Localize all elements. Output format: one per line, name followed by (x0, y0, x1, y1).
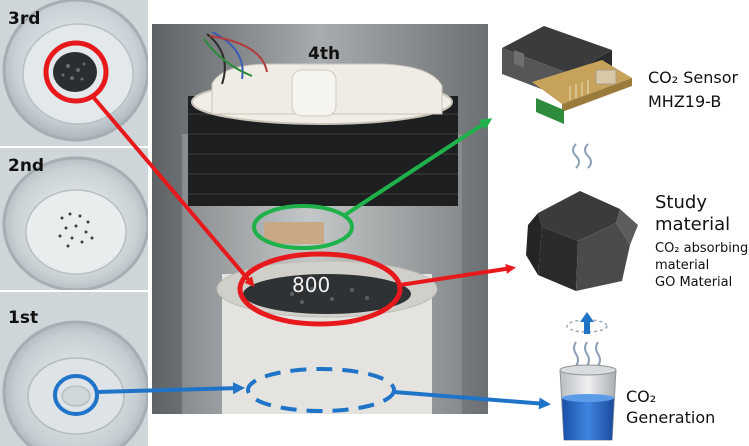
dish-third-illustration (0, 0, 148, 146)
beaker-mark-800: 800 (292, 273, 330, 297)
blue-dashed-ellipse-generation (246, 367, 396, 413)
material-desc-line1: CO₂ absorbing (655, 241, 749, 256)
sensor-label-line2: MHZ19-B (648, 92, 722, 111)
red-arrow-to-material (399, 263, 516, 287)
blue-arrow-1st-to-beaker (96, 382, 245, 395)
photo-third-stage: 3rd (0, 0, 148, 146)
photo-first-stage: 1st (0, 292, 148, 446)
label-3rd: 3rd (8, 9, 41, 29)
photo-second-stage: 2nd (0, 148, 148, 290)
polyhedron-material-icon (526, 191, 638, 291)
red-highlight-circle-3rd (43, 40, 109, 104)
material-title-line1: Study (655, 192, 707, 213)
sensor-label-line1: CO₂ Sensor (648, 68, 739, 87)
dish-second-illustration (0, 148, 148, 290)
upward-arrow-icon (566, 312, 608, 367)
beaker-liquid-icon (559, 364, 617, 441)
photo-fourth-stage: 800 4th (152, 24, 488, 414)
gas-wave-icon (572, 143, 592, 169)
label-4th: 4th (308, 44, 341, 64)
material-desc-line2: material (655, 258, 710, 273)
co2-sensor-module-icon (502, 26, 632, 124)
green-arrow-to-sensor (343, 118, 493, 217)
green-highlight-ellipse-sensor (252, 204, 354, 250)
red-highlight-ellipse-material (237, 251, 403, 327)
beaker-assembly-illustration: 800 (152, 24, 488, 414)
dish-first-illustration (0, 292, 148, 446)
material-title-line2: material (655, 214, 731, 235)
blue-arrow-to-generation (393, 390, 551, 410)
material-desc-line3: GO Material (655, 275, 733, 290)
blue-highlight-circle-1st (53, 374, 99, 416)
label-1st: 1st (8, 308, 39, 328)
red-arrow-3rd-to-beaker (92, 96, 255, 288)
generation-label: CO₂ Generation (626, 387, 716, 427)
label-2nd: 2nd (8, 156, 45, 176)
